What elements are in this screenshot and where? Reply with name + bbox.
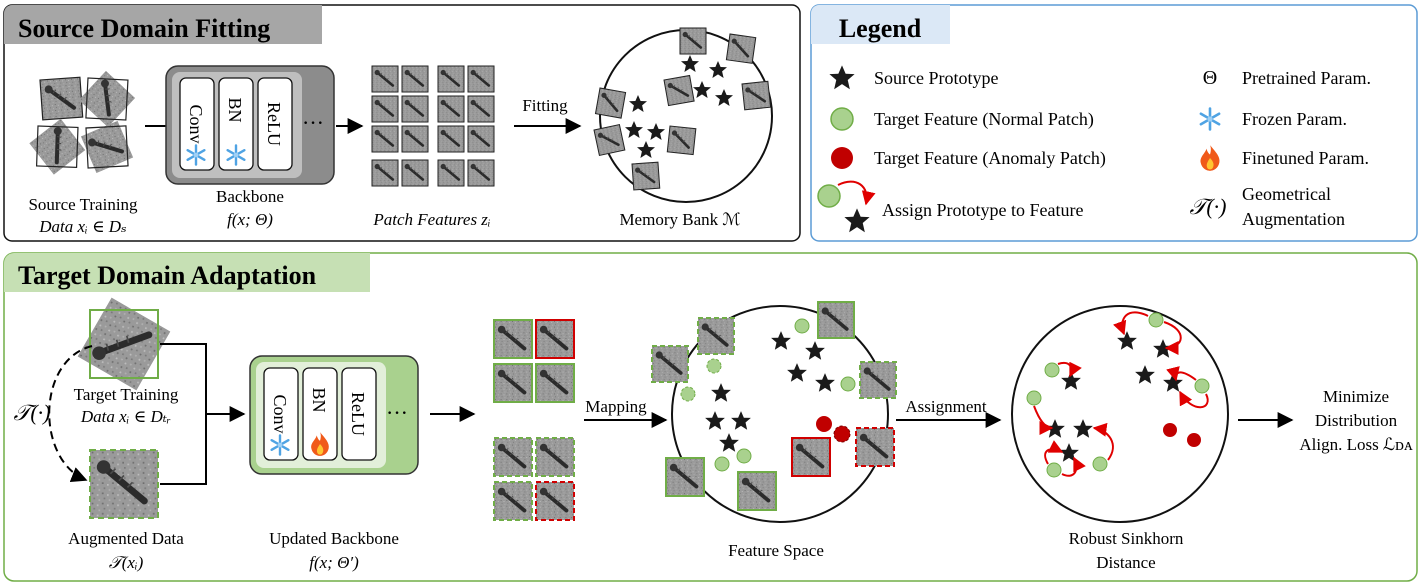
fitting-label: Fitting [522, 96, 568, 115]
source-title-bg [4, 5, 322, 44]
legend-normal-icon [830, 107, 854, 131]
target-training-image [78, 298, 171, 391]
relu-layer [341, 367, 377, 461]
normal-feature [1148, 312, 1164, 328]
feature-space-label: Feature Space [728, 541, 824, 560]
updated-backbone-label-1: Updated Backbone [269, 529, 399, 548]
anomaly-feature [1163, 423, 1177, 437]
legend-target-normal: Target Feature (Normal Patch) [874, 109, 1094, 130]
memory-bank-label: Memory Bank ℳ [619, 210, 740, 229]
legend-assign-arrow-icon [837, 180, 876, 206]
target-data-label-1: Target Training [74, 385, 179, 404]
ellipsis: ··· [302, 110, 324, 135]
minimize-label-1: Minimize [1323, 387, 1389, 406]
normal-feature [1026, 390, 1042, 406]
normal-feature [706, 358, 722, 374]
normal-feature [840, 376, 856, 392]
normal-feature [680, 386, 696, 402]
source-backbone: Conv BN ReLU ··· [165, 65, 335, 185]
sinkhorn-label-1: Robust Sinkhorn [1069, 529, 1184, 548]
target-title-bg [4, 253, 370, 292]
legend-geom-1: Geometrical [1242, 184, 1331, 204]
aug-symbol: 𝒯(·) [13, 400, 50, 425]
target-data-label-2: Data xᵢ ∈ Dₜᵣ [80, 407, 171, 426]
conv-layer [179, 77, 215, 171]
ellipsis: ··· [386, 400, 408, 425]
source-data-label-1: Source Training [28, 195, 138, 214]
assignment-arrows [1033, 311, 1209, 477]
source-training-images [29, 70, 136, 175]
conv-layer [263, 367, 299, 461]
updated-backbone: Conv BN ReLU ··· [249, 355, 419, 475]
augmentation-arrow [48, 345, 93, 483]
anomaly-feature [833, 425, 851, 443]
legend-panel [810, 4, 1418, 242]
memory-bank [593, 27, 773, 203]
normal-feature [1044, 362, 1060, 378]
bn-layer [302, 367, 338, 461]
source-title: Source Domain Fitting [18, 14, 270, 43]
anomaly-feature [1187, 433, 1201, 447]
legend-assign-feature-icon [817, 184, 841, 208]
anomaly-feature [816, 416, 832, 432]
assignment-label: Assignment [905, 397, 987, 416]
mapping-label: Mapping [585, 397, 647, 416]
legend-pretrained: Pretrained Param. [1242, 68, 1371, 88]
legend-target-anomaly: Target Feature (Anomaly Patch) [874, 148, 1106, 169]
bn-label: BN [225, 97, 245, 122]
legend-source-prototype: Source Prototype [874, 68, 998, 88]
backbone-label-2: f(x; Θ) [227, 210, 273, 229]
legend-anomaly-icon [831, 147, 853, 169]
legend-title: Legend [839, 14, 922, 43]
relu-label: ReLU [264, 102, 284, 146]
conv-label: Conv [186, 104, 206, 143]
normal-feature [1046, 462, 1062, 478]
legend-geom-2: Augmentation [1242, 209, 1345, 229]
legend-frozen: Frozen Param. [1242, 109, 1347, 129]
theta-symbol: Θ [1203, 67, 1217, 89]
updated-backbone-label-2: f(x; Θ′) [309, 553, 359, 572]
normal-feature [714, 456, 730, 472]
normal-feature [794, 318, 810, 334]
augmented-image [89, 449, 159, 519]
relu-layer [257, 77, 293, 171]
normal-feature [736, 448, 752, 464]
target-title: Target Domain Adaptation [18, 261, 317, 290]
legend-finetuned: Finetuned Param. [1242, 148, 1369, 168]
minimize-label-2: Distribution [1315, 411, 1398, 430]
legend-title-bg [811, 5, 950, 44]
bn-layer [218, 77, 254, 171]
augmented-label-2: 𝒯(xᵢ) [109, 553, 144, 572]
feature-space [651, 301, 897, 523]
normal-feature [1194, 378, 1210, 394]
relu-label: ReLU [348, 392, 368, 436]
patch-features-label: Patch Features zᵢ [372, 210, 490, 229]
minimize-label-3: Align. Loss ℒᴅᴀ [1299, 435, 1413, 454]
sinkhorn-space [1011, 305, 1229, 523]
normal-feature [1092, 456, 1108, 472]
source-patch-features [371, 65, 495, 187]
source-data-label-2: Data xᵢ ∈ Dₛ [38, 217, 127, 236]
legend-aug-symbol: 𝒯(·) [1189, 194, 1226, 219]
bn-label: BN [309, 387, 329, 412]
sinkhorn-label-2: Distance [1096, 553, 1155, 572]
target-patch-features [493, 319, 575, 521]
backbone-label-1: Backbone [216, 187, 284, 206]
conv-label: Conv [270, 394, 290, 433]
legend-assign: Assign Prototype to Feature [882, 200, 1083, 220]
augmented-label-1: Augmented Data [68, 529, 184, 548]
